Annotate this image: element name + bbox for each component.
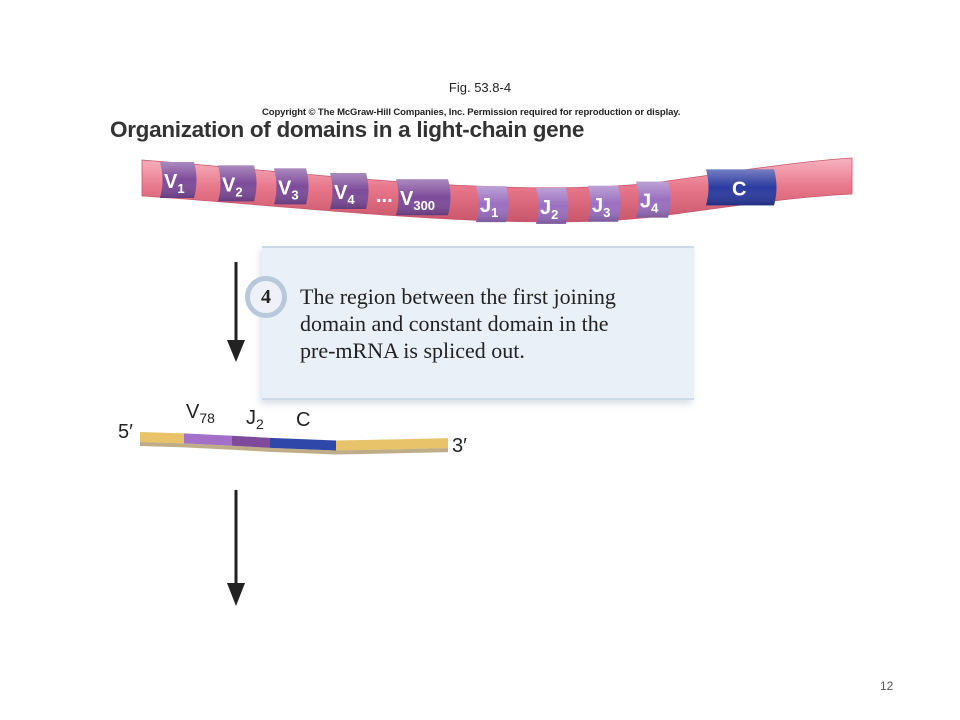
step-number-badge: 4 [245, 276, 287, 318]
arrow-down-1 [227, 262, 245, 362]
dna-segment-shade [330, 173, 369, 209]
mrna-label-c: C [296, 409, 310, 431]
dna-segment-subscript: 4 [347, 192, 355, 207]
copyright-notice: Copyright © The McGraw-Hill Companies, I… [262, 107, 681, 118]
mrna-label-v78-subscript: 78 [199, 410, 215, 426]
dna-segment-shade [218, 165, 257, 202]
dna-segment-subscript: 300 [413, 198, 435, 213]
dna-segment-v3: V3 [274, 168, 309, 205]
dna-segment-v1: V1 [160, 161, 197, 198]
mrna-j-region [232, 435, 270, 448]
dna-segment-j1: J1 [476, 186, 509, 223]
step-line-2: domain and constant domain in the [300, 311, 609, 336]
dna-segment-v300: V300 [396, 179, 451, 216]
mrna-label-j2-subscript: 2 [256, 416, 264, 432]
mrna-3utr [336, 438, 448, 451]
step-description: The region between the first joining dom… [300, 283, 690, 364]
mrna-3utr-edge [336, 448, 448, 455]
dna-segment-label: C [732, 178, 746, 200]
dna-segment-shade [476, 186, 509, 223]
dna-segment-shade [706, 169, 777, 206]
dna-segment-v4: V4 [330, 173, 369, 209]
dna-segment-shade [636, 181, 671, 218]
mrna-5utr-edge [140, 442, 184, 448]
dna-segment-shade [588, 185, 621, 222]
page-number: 12 [880, 679, 894, 693]
dna-segment-subscript: 4 [651, 201, 659, 216]
mrna-j-region-edge [232, 445, 270, 452]
dna-segments: V1 V2 V3 V4...V300 J1 J2 J3 J4 C [160, 161, 777, 224]
mrna-v-region [184, 433, 232, 446]
dna-segment-shade [536, 187, 569, 224]
dna-segment-subscript: 1 [177, 181, 184, 196]
dna-segment-label: ... [376, 185, 393, 207]
arrow-down-2 [227, 490, 245, 606]
dna-segment-subscript: 1 [491, 205, 498, 220]
step-line-1: The region between the first joining [300, 284, 616, 309]
mrna-5utr [140, 432, 184, 444]
dna-segment-c: C [706, 169, 777, 206]
mrna-c-region [270, 437, 336, 451]
dna-segment-j4: J4 [636, 181, 671, 218]
dna-segment-shade [396, 179, 451, 216]
dna-segment-subscript: 2 [235, 184, 242, 199]
dna-segment-subscript: 2 [551, 207, 558, 222]
dna-segment-shade [274, 168, 309, 205]
mrna-five-prime-label: 5′ [118, 421, 133, 443]
dna-segment-subscript: 3 [291, 187, 298, 202]
step-callout-box [262, 246, 694, 400]
mrna-label-v78: V78 [186, 401, 215, 426]
mrna-v-region-edge [184, 443, 232, 450]
mrna-c-region-edge [270, 447, 336, 455]
mrna-three-prime-label: 3′ [452, 435, 467, 457]
dna-segment-subscript: 3 [603, 205, 610, 220]
dna-segment-j3: J3 [588, 185, 621, 222]
figure-label: Fig. 53.8-4 [448, 80, 512, 95]
dna-segment-v2: V2 [218, 165, 257, 202]
diagram-title: Organization of domains in a light-chain… [110, 117, 585, 142]
mrna-strand: 5′ 3′ V78 J2 C [118, 401, 467, 457]
dna-segment-j2: J2 [536, 187, 569, 224]
step-line-3: pre-mRNA is spliced out. [300, 338, 525, 363]
dna-segment-shade [160, 161, 197, 198]
dna-segment-ellipsis: ... [376, 185, 393, 207]
mrna-label-j2: J2 [246, 407, 264, 432]
